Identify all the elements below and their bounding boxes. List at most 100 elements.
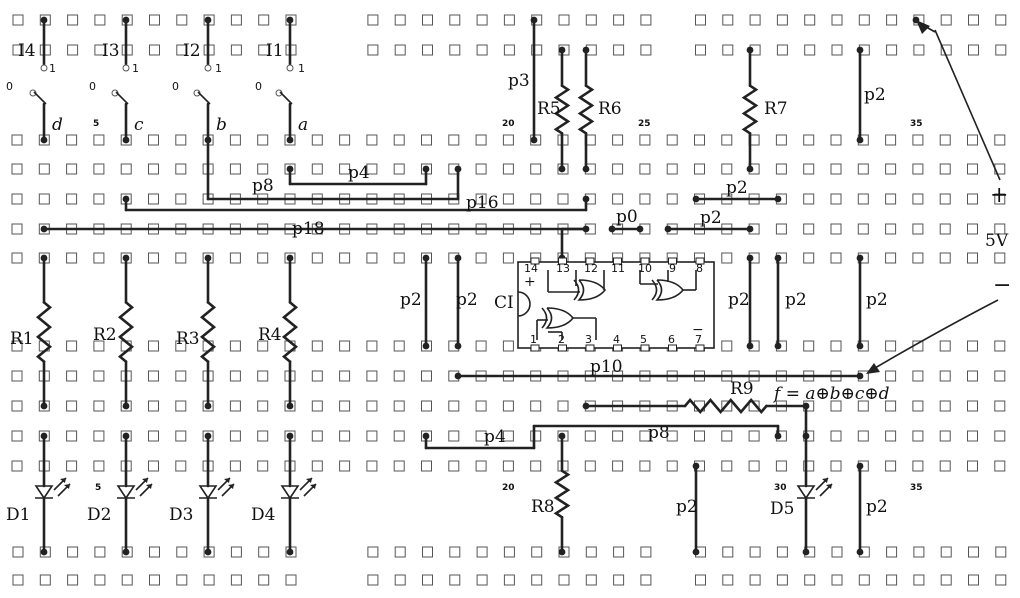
grid-hole <box>830 223 842 235</box>
bus-hole <box>94 14 106 26</box>
grid-hole <box>994 223 1006 235</box>
grid-hole <box>994 400 1006 412</box>
bus-hole <box>449 574 461 586</box>
grid-hole <box>66 400 78 412</box>
bus-hole <box>67 574 79 586</box>
wire-segment <box>920 23 936 33</box>
solder-dot <box>454 342 462 350</box>
solder-dot <box>774 342 782 350</box>
bus-hole <box>913 546 925 558</box>
grid-hole <box>229 460 241 472</box>
grid-hole <box>175 370 187 382</box>
wire-segment <box>279 91 293 105</box>
xor-gate-curve <box>651 279 658 301</box>
resistor-r2-label: R2 <box>93 325 117 345</box>
column-number: 35 <box>910 119 923 129</box>
column-number: 5 <box>95 483 101 493</box>
led-arrow <box>64 484 70 489</box>
chip-notch <box>517 291 531 317</box>
grid-hole <box>11 134 23 146</box>
chip-plus-label: + <box>524 274 536 290</box>
resistor-body <box>553 469 571 519</box>
grid-hole <box>530 430 542 442</box>
grid-hole <box>967 163 978 175</box>
grid-hole <box>229 340 241 352</box>
grid-hole <box>393 252 405 264</box>
solder-dot <box>454 372 462 380</box>
bus-hole <box>449 546 461 558</box>
grid-hole <box>148 163 159 175</box>
grid-hole <box>639 460 651 472</box>
grid-hole <box>393 163 405 175</box>
grid-hole <box>530 460 542 472</box>
bus-hole <box>913 574 925 586</box>
solder-dot <box>286 548 294 556</box>
grid-hole <box>912 370 924 382</box>
bus-hole <box>203 574 215 586</box>
supply-plus-label: + <box>990 183 1008 208</box>
chip-pin <box>585 344 595 352</box>
grid-hole <box>11 223 23 235</box>
grid-hole <box>66 252 78 264</box>
grid-hole <box>475 252 487 264</box>
bus-hole <box>913 44 925 56</box>
grid-hole <box>475 193 487 205</box>
grid-hole <box>502 400 514 412</box>
grid-hole <box>666 163 678 175</box>
chip-minus-label: − <box>692 322 704 338</box>
bus-hole <box>176 574 188 586</box>
bus-hole <box>585 546 597 558</box>
chip-pin <box>613 344 622 352</box>
grid-hole <box>939 430 951 442</box>
solder-dot <box>774 254 782 262</box>
grid-hole <box>448 430 460 442</box>
solder-dot <box>422 432 430 440</box>
solder-dot <box>582 46 590 54</box>
grid-hole <box>912 163 924 175</box>
solder-dot <box>746 225 754 233</box>
bus-hole <box>67 546 79 558</box>
led-triangle <box>280 485 300 500</box>
wire-label-p2: p2 <box>456 290 478 310</box>
solder-dot <box>122 548 130 556</box>
solder-dot <box>664 225 672 233</box>
bus-hole <box>886 44 898 56</box>
wire-segment <box>197 91 211 105</box>
grid-hole <box>721 460 733 472</box>
grid-hole <box>912 223 924 235</box>
bus-hole <box>640 44 652 56</box>
solder-dot <box>454 254 462 262</box>
bus-hole <box>176 546 188 558</box>
grid-hole <box>885 134 897 146</box>
grid-hole <box>967 370 978 382</box>
chip-pin <box>530 257 540 265</box>
bus-hole <box>367 44 379 56</box>
grid-hole <box>721 340 733 352</box>
grid-hole <box>393 370 405 382</box>
resistor-r9-label: R9 <box>730 379 754 399</box>
chip-pin-9: 9 <box>669 262 676 275</box>
bus-hole <box>149 44 160 56</box>
bus-hole <box>995 574 1007 586</box>
grid-hole <box>257 400 269 412</box>
wire-label-p2: p2 <box>866 290 888 310</box>
grid-hole <box>175 430 187 442</box>
bus-hole <box>422 546 433 558</box>
bus-hole <box>94 546 106 558</box>
grid-hole <box>475 134 487 146</box>
bus-hole <box>613 574 625 586</box>
resistor-body <box>35 301 53 363</box>
grid-hole <box>393 430 405 442</box>
solder-dot <box>692 548 700 556</box>
grid-hole <box>721 134 733 146</box>
grid-hole <box>775 223 787 235</box>
grid-hole <box>229 252 241 264</box>
solder-dot <box>582 165 590 173</box>
bus-hole <box>640 14 652 26</box>
solder-dot <box>422 165 430 173</box>
grid-hole <box>967 460 978 472</box>
grid-hole <box>93 370 105 382</box>
grid-hole <box>694 163 705 175</box>
bus-hole <box>449 44 461 56</box>
